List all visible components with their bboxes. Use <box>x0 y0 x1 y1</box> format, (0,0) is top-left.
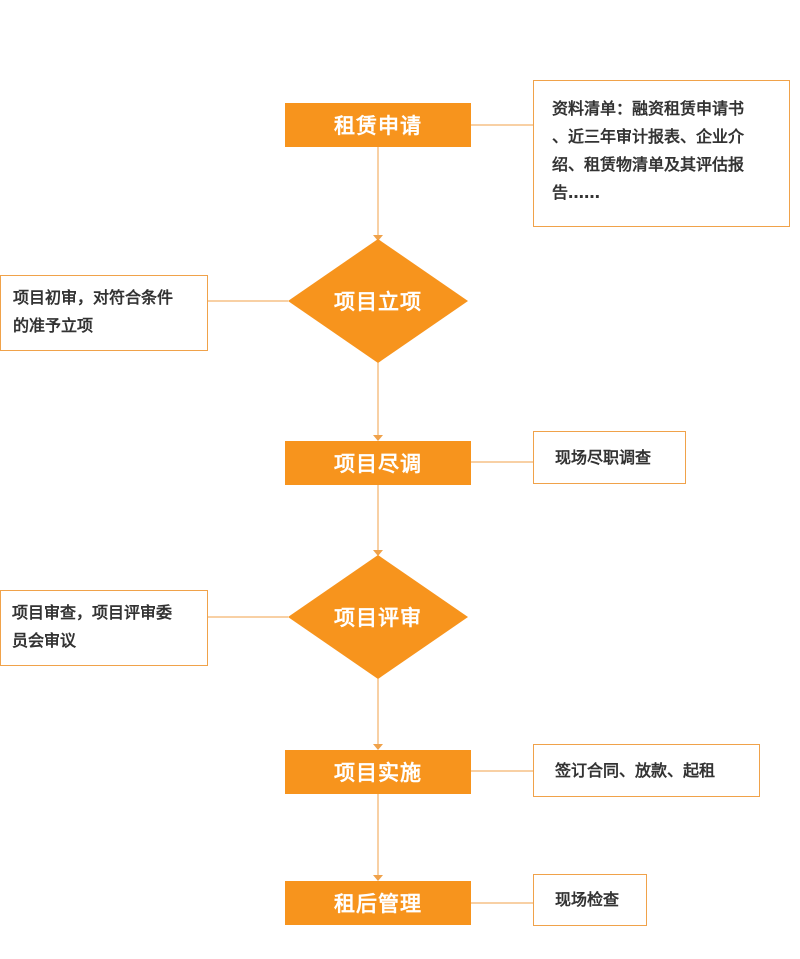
step-project-approval-label: 项目立项 <box>334 290 422 314</box>
arrowhead-to-s5 <box>373 744 383 750</box>
note-line: 的准予立项 <box>13 316 94 335</box>
note-review-committee: 项目审查，项目评审委 员会审议 <box>0 590 208 666</box>
note-line: 项目审查，项目评审委 <box>12 603 173 622</box>
note-site-inspection: 现场检查 <box>533 874 647 926</box>
step-lease-application: 租赁申请 <box>285 103 471 147</box>
arrowhead-to-s4 <box>373 550 383 556</box>
step-project-implementation: 项目实施 <box>285 750 471 794</box>
diamond-shape <box>288 239 468 363</box>
step-project-review: 项目评审 <box>288 555 468 679</box>
note-initial-review: 项目初审，对符合条件 的准予立项 <box>0 275 208 351</box>
note-line: 项目初审，对符合条件 <box>13 288 174 307</box>
note-line: 资料清单：融资租赁申请书 <box>552 99 745 118</box>
step-due-diligence-label: 项目尽调 <box>334 452 422 476</box>
note-line: 员会审议 <box>12 631 77 650</box>
step-lease-application-label: 租赁申请 <box>334 114 422 138</box>
note-application-materials: 资料清单：融资租赁申请书 、近三年审计报表、企业介 绍、租赁物清单及其评估报 告… <box>533 80 790 227</box>
note-line: 告…… <box>552 183 601 202</box>
arrowhead-to-s6 <box>373 875 383 881</box>
note-onsite-due-diligence: 现场尽职调查 <box>533 431 686 484</box>
step-project-approval: 项目立项 <box>288 239 468 363</box>
step-post-lease-management-label: 租后管理 <box>334 892 422 916</box>
note-line: 、近三年审计报表、企业介 <box>552 127 745 146</box>
note-text: 现场尽职调查 <box>555 447 652 467</box>
note-line: 绍、租赁物清单及其评估报 <box>552 155 745 174</box>
arrowhead-to-s2 <box>373 235 383 241</box>
step-project-review-label: 项目评审 <box>334 606 422 630</box>
step-project-implementation-label: 项目实施 <box>334 761 422 785</box>
note-text: 现场检查 <box>555 890 620 909</box>
note-text: 签订合同、放款、起租 <box>555 760 716 780</box>
arrowhead-to-s3 <box>373 435 383 441</box>
diamond-shape <box>288 555 468 679</box>
step-due-diligence: 项目尽调 <box>285 441 471 485</box>
note-contract-disbursement: 签订合同、放款、起租 <box>533 744 760 797</box>
step-post-lease-management: 租后管理 <box>285 881 471 925</box>
